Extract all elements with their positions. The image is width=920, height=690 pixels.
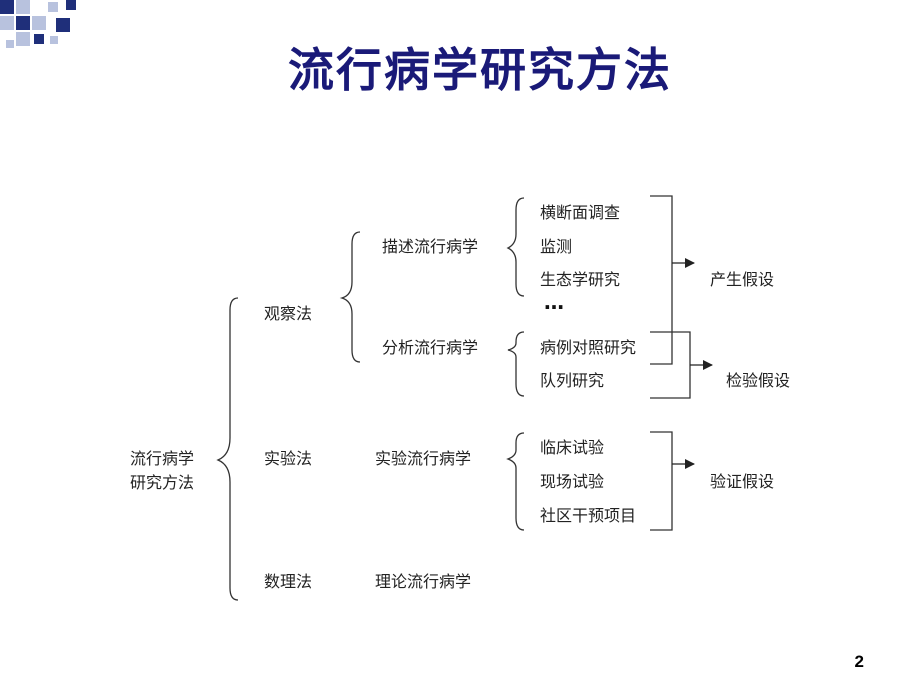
leaf-field-trial: 现场试验 [540, 472, 605, 491]
method-experiment: 实验法 [264, 449, 313, 468]
leaf-case-control: 病例对照研究 [540, 338, 637, 357]
slide-title: 流行病学研究方法 [288, 43, 672, 97]
branch-descriptive: 描述流行病学 [382, 237, 479, 256]
root-label: 流行病学 研究方法 [130, 447, 194, 495]
root-brace [216, 297, 239, 601]
outcome-test: 检验假设 [726, 371, 791, 390]
root-label-line2: 研究方法 [130, 473, 195, 492]
branch-theoretical: 理论流行病学 [375, 572, 472, 591]
method-observation: 观察法 [264, 304, 313, 323]
outcome-verify: 验证假设 [710, 472, 775, 491]
observation-brace [339, 231, 361, 363]
root-label-line1: 流行病学 [130, 449, 195, 468]
leaf-surveillance: 监测 [540, 237, 573, 256]
leaf-ecological: 生态学研究 [540, 270, 621, 289]
analytical-brace [507, 331, 525, 397]
outcome-generate: 产生假设 [710, 270, 775, 289]
leaf-ellipsis: … [544, 290, 565, 314]
leaf-cohort: 队列研究 [540, 371, 605, 390]
branch-experimental: 实验流行病学 [375, 449, 472, 468]
method-mathematical: 数理法 [264, 572, 313, 591]
page-number: 2 [854, 652, 864, 671]
descriptive-brace [506, 197, 525, 297]
leaf-community-intervention: 社区干预项目 [540, 506, 637, 525]
generate-bracket [650, 195, 673, 365]
experimental-brace [506, 432, 525, 531]
decorative-squares [0, 0, 76, 48]
leaf-cross-sectional: 横断面调查 [540, 203, 621, 222]
verify-bracket [650, 431, 673, 531]
leaf-clinical-trial: 临床试验 [540, 438, 605, 457]
branch-analytical: 分析流行病学 [382, 338, 479, 357]
test-bracket [650, 331, 691, 399]
